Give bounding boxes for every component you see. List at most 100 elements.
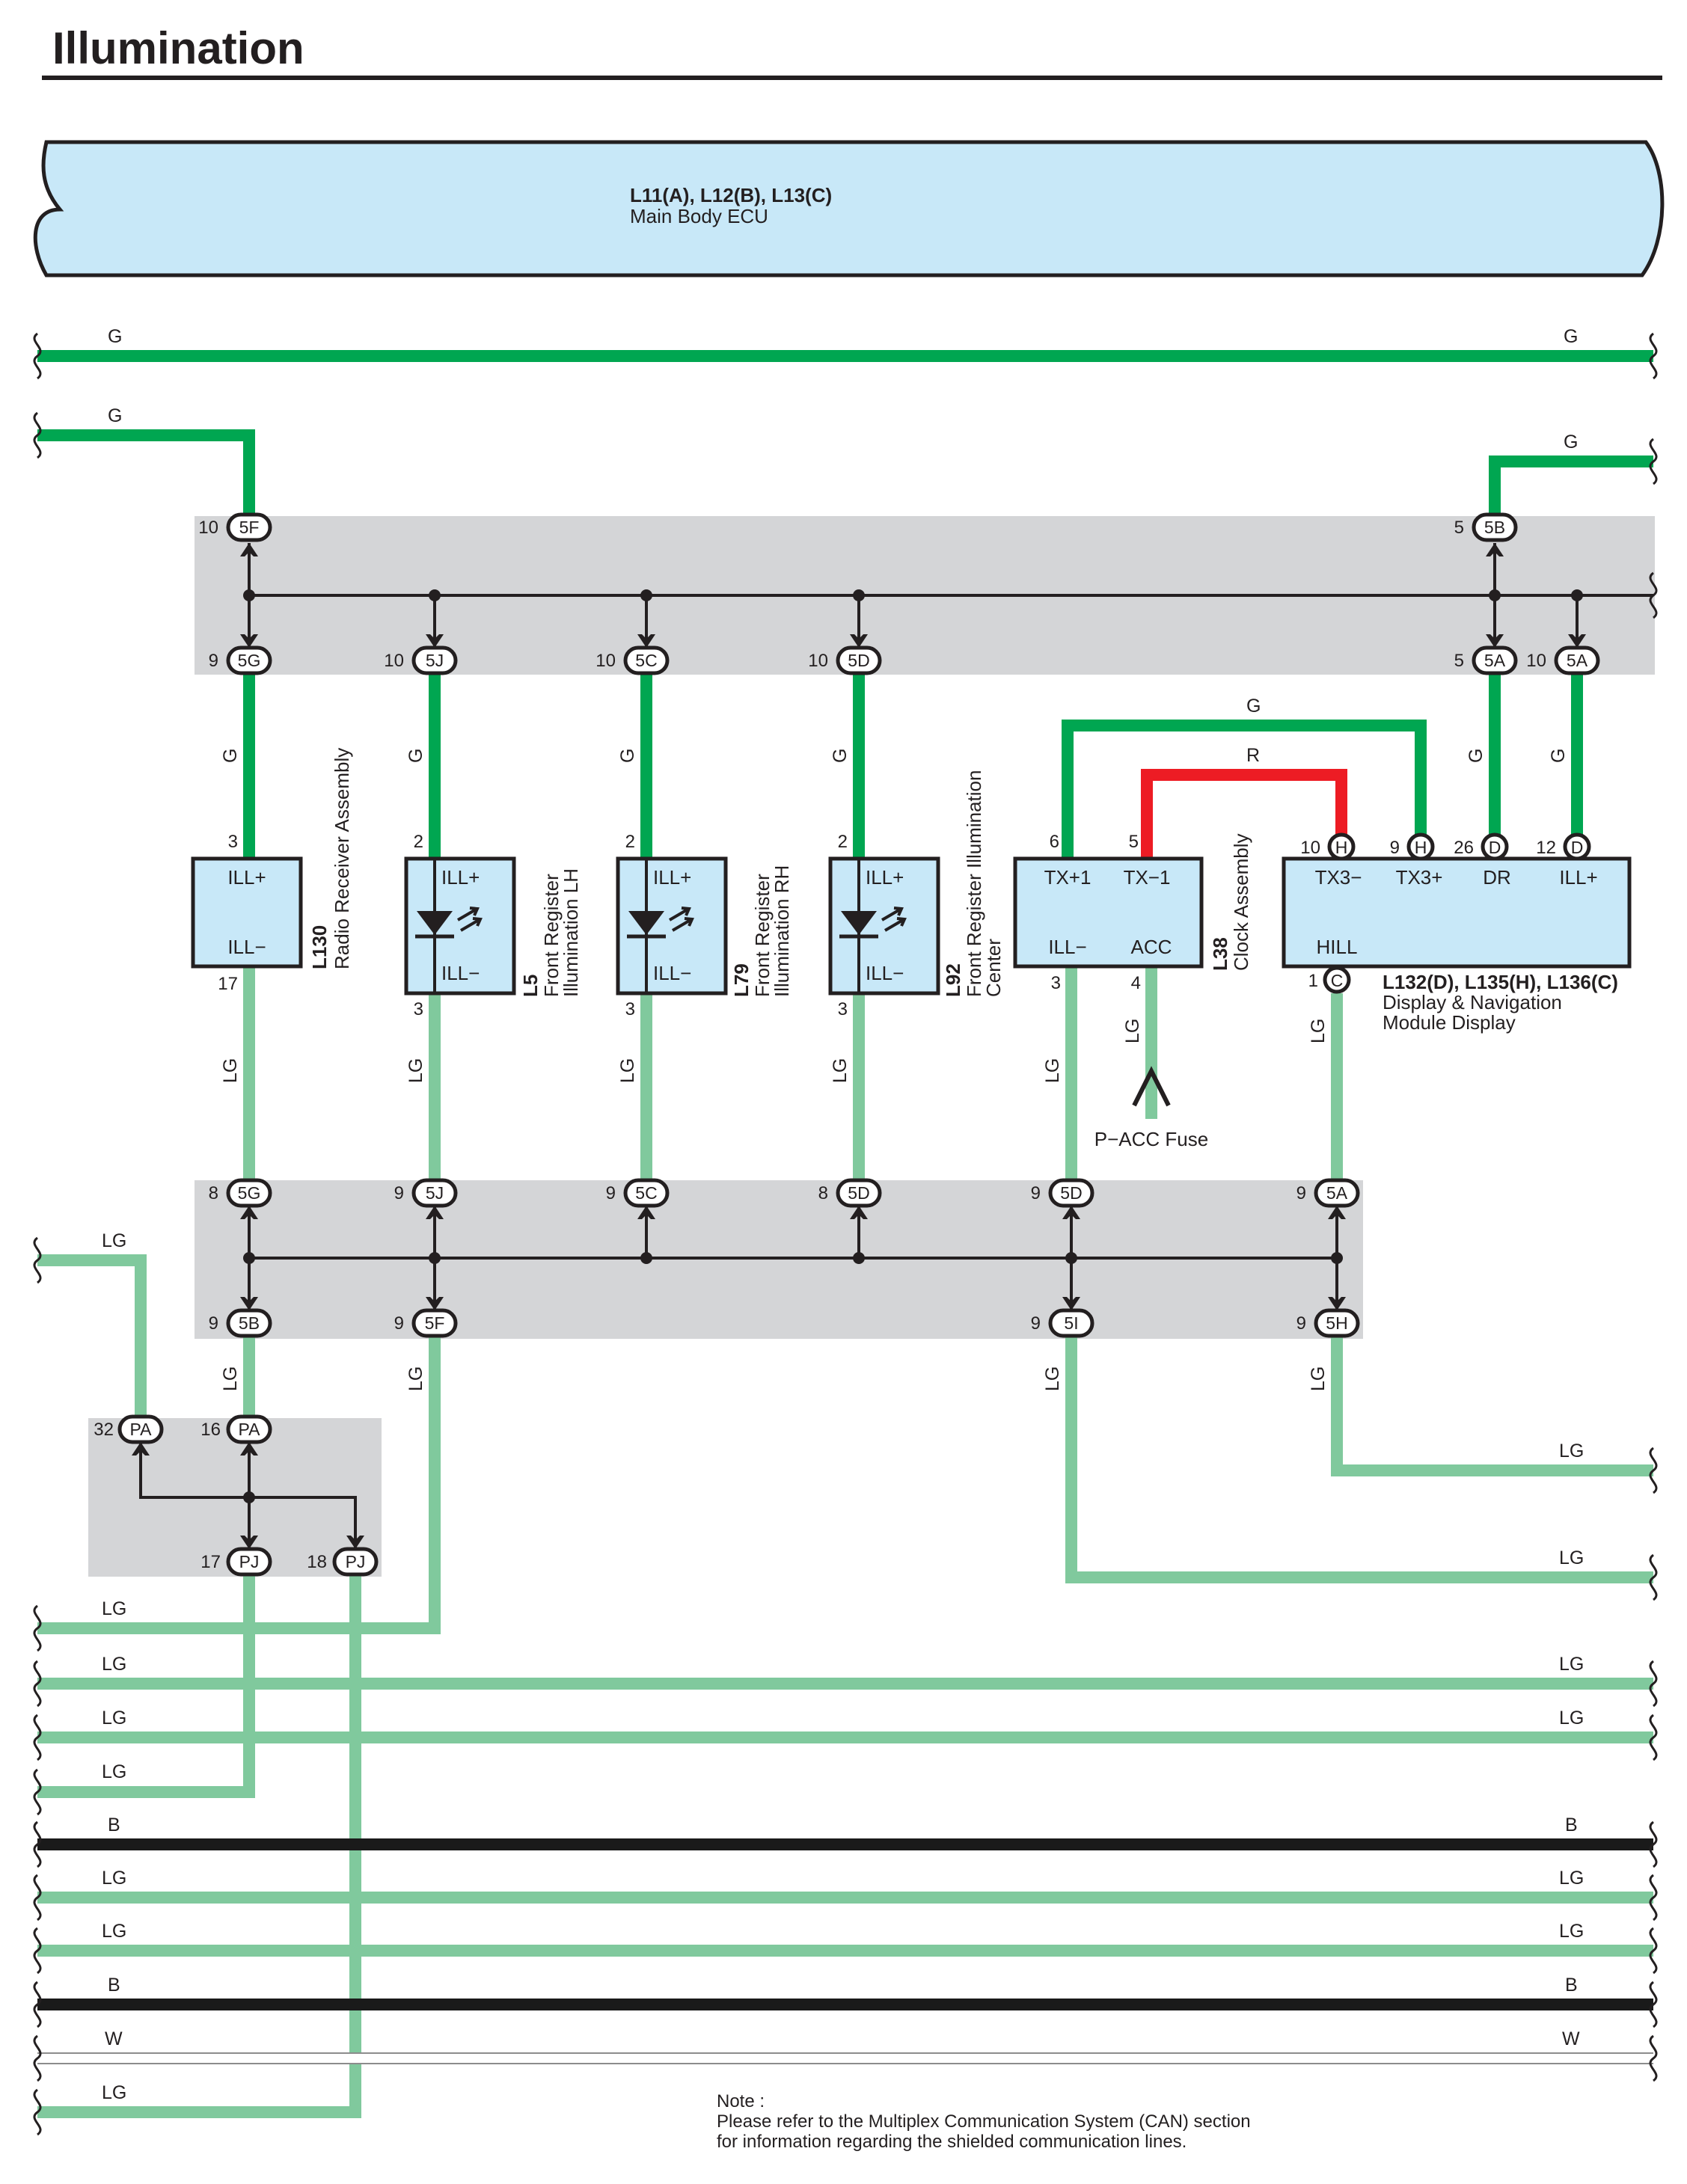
wire-label: G (220, 749, 241, 763)
component-name: Front Register (751, 874, 774, 997)
wire-label: LG (102, 1598, 126, 1619)
connector-pin: 8 (818, 1183, 828, 1203)
connector-code: 5F (239, 518, 260, 537)
connector-pin: 5 (1454, 518, 1464, 538)
wire-label: LG (102, 1230, 126, 1251)
page-title: Illumination (52, 23, 304, 73)
wire-label: LG (1559, 1708, 1584, 1729)
wire-label: W (1562, 2028, 1580, 2049)
connector-pin: 9 (394, 1183, 404, 1203)
component-l79-front-register-rh: ILL+ ILL− 2 3 L79 Front Register Illumin… (616, 832, 793, 1019)
component-code: L130 (308, 925, 331, 969)
connector-5j: 5J 10 (384, 645, 458, 675)
wire-label: LG (405, 1366, 426, 1391)
wire-label: LG (1559, 1547, 1584, 1568)
wire-label: LG (1308, 1366, 1329, 1391)
component-name: Front Register (540, 874, 563, 997)
fuse-label: P−ACC Fuse (1094, 1128, 1208, 1150)
connectors: 5F 10 5B 5 5G 9 5J 10 5C 10 5D 10 (94, 512, 1600, 1577)
pin-label: ILL− (227, 936, 266, 958)
pin-label: TX3− (1315, 866, 1362, 889)
connector-code: 5J (426, 651, 444, 670)
ecu-code: L11(A), L12(B), L13(C) (630, 184, 832, 206)
pin-number: 2 (625, 832, 635, 852)
connector-code: 5D (848, 651, 869, 670)
connector-pj-17: PJ 17 (200, 1547, 272, 1577)
pin-label: ILL+ (227, 866, 266, 889)
connector-5i-mid: 5I 9 (1031, 1308, 1094, 1338)
wire-label: LG (102, 1708, 126, 1729)
connector-5c: 5C 10 (595, 645, 670, 675)
connector-5b-top: 5B 5 (1454, 512, 1518, 542)
connector-code: 5G (238, 1183, 261, 1203)
wire-label: G (830, 749, 851, 763)
wire-label: G (108, 326, 122, 347)
connector-letter: H (1415, 838, 1427, 857)
pin-number: 3 (414, 999, 423, 1019)
main-body-ecu-box (33, 140, 1665, 277)
wire-label: G (405, 749, 426, 763)
wire-label: LG (405, 1058, 426, 1083)
pin-label: HILL (1317, 936, 1358, 958)
component-code: L92 (942, 963, 964, 997)
connector-5g: 5G 9 (209, 645, 272, 675)
wire-label: LG (1559, 1868, 1584, 1889)
component-name: Radio Receiver Assembly (331, 748, 353, 969)
component-code: L132(D), L135(H), L136(C) (1383, 971, 1618, 993)
component-l38-clock-assembly: TX+1 TX−1 ILL− ACC 6 5 3 4 L38 Clock Ass… (1013, 832, 1252, 993)
pin-number: 10 (1300, 838, 1320, 858)
pin-number: 5 (1129, 832, 1139, 852)
wire-label: B (108, 1815, 120, 1835)
pin-number: 3 (1051, 973, 1061, 993)
pin-number: 1 (1308, 971, 1318, 991)
connector-5d: 5D 10 (808, 645, 882, 675)
connector-pin: 9 (1296, 1183, 1306, 1203)
pin-label: TX−1 (1124, 866, 1171, 889)
connector-code: PJ (239, 1552, 260, 1571)
connector-code: 5B (239, 1313, 260, 1333)
connector-code: 5H (1326, 1313, 1347, 1333)
connector-code: 5A (1326, 1183, 1348, 1203)
connector-pa-16: PA 16 (200, 1414, 272, 1444)
wire-lg-5i (1065, 1335, 1653, 1583)
connector-pin: 9 (1031, 1183, 1041, 1203)
pin-number: 3 (625, 999, 635, 1019)
pin-label: TX3+ (1396, 866, 1443, 889)
component-code: L79 (730, 963, 753, 997)
connector-pin: 9 (209, 651, 218, 671)
connector-5a-1: 5A 5 (1454, 645, 1518, 675)
pin-label: ILL− (441, 962, 480, 984)
connector-pin: 18 (307, 1552, 327, 1572)
junction-dots (243, 589, 1583, 1503)
pin-label: ILL− (1048, 936, 1086, 958)
connector-5d-mid-1: 5D 8 (818, 1178, 882, 1208)
wire-labels: G G G G G R LG LG LG LG LG LG LG LG LG B… (102, 326, 1584, 2103)
wire-label: G (617, 749, 638, 763)
connector-code: 5I (1064, 1313, 1078, 1333)
connector-pin: 10 (198, 518, 218, 538)
connector-letter: D (1489, 838, 1501, 857)
connector-pin: 16 (200, 1420, 221, 1440)
wire-label: LG (220, 1058, 241, 1083)
wire-label: G (1548, 749, 1569, 763)
green-wires (37, 350, 1653, 859)
wire-label: LG (102, 2082, 126, 2103)
wire-label: LG (102, 1654, 126, 1675)
wire-g-5b (1489, 455, 1653, 516)
wire-lg-5f (37, 1335, 441, 1634)
wire-label: LG (1122, 1019, 1143, 1043)
component-name: Center (982, 939, 1005, 997)
wire-label: G (1564, 432, 1578, 453)
pin-number: 4 (1131, 973, 1141, 993)
wire-label: LG (1042, 1058, 1063, 1083)
connector-pin: 17 (200, 1552, 221, 1572)
wire-label: LG (830, 1058, 851, 1083)
wire-label: R (1246, 745, 1260, 766)
connector-code: PA (130, 1420, 153, 1439)
component-l92-front-register-center: ILL+ ILL− 2 3 L92 Front Register Illumin… (828, 770, 1005, 1019)
wire-r-tx (1141, 769, 1347, 859)
break-marks (33, 332, 1658, 2136)
connector-code: 5C (635, 1183, 657, 1203)
pin-label: ILL+ (441, 866, 480, 889)
